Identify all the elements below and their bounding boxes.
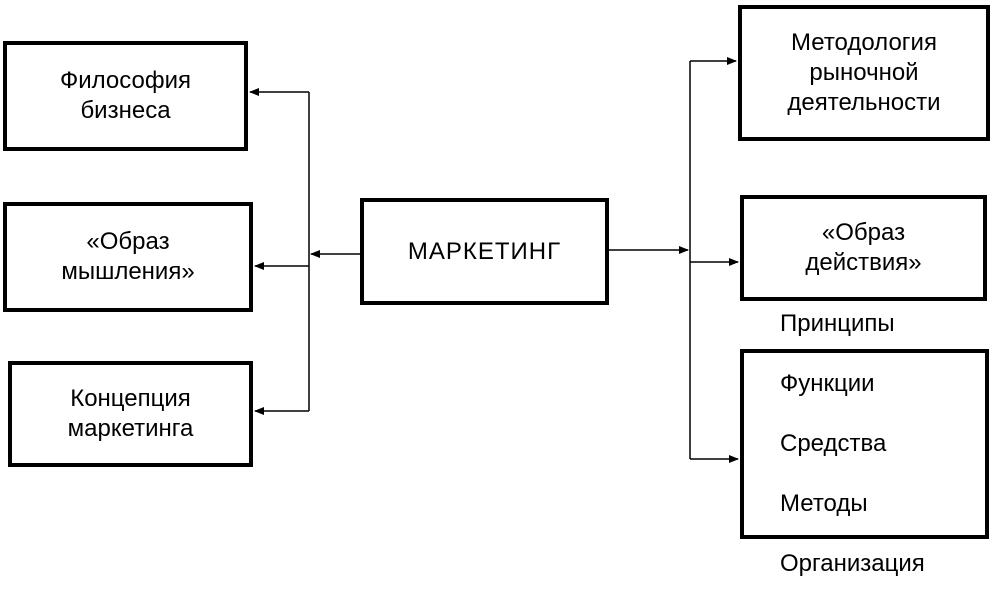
list-item-methods: Методы <box>780 490 868 517</box>
box-philosophy-of-business: Философия бизнеса <box>3 41 248 151</box>
list-item-organization: Организация <box>780 550 925 577</box>
list-item-means: Средства <box>780 430 887 457</box>
box-way-of-thinking: «Образ мышления» <box>3 202 253 312</box>
box-thinking-label: «Образ мышления» <box>61 228 195 285</box>
principles-list: Принципы Функции Средства Методы Организ… <box>780 279 925 609</box>
list-item-principles: Принципы <box>780 310 895 337</box>
connector-lines <box>249 57 739 463</box>
box-marketing-label: МАРКЕТИНГ <box>407 237 562 265</box>
box-marketing-concept: Концепция маркетинга <box>8 361 253 467</box>
box-marketing-center: МАРКЕТИНГ <box>360 198 609 305</box>
box-method-label: Методология рыночной деятельности <box>787 29 941 116</box>
box-concept-label: Концепция маркетинга <box>67 385 194 442</box>
box-principles-list: Принципы Функции Средства Методы Организ… <box>740 310 989 577</box>
box-philosophy-label: Философия бизнеса <box>59 67 192 124</box>
box-action-label: «Образ действия» <box>805 219 922 276</box>
list-item-functions: Функции <box>780 370 875 397</box>
box-way-of-action: «Образ действия» <box>740 195 987 301</box>
box-market-methodology: Методология рыночной деятельности <box>738 5 990 141</box>
